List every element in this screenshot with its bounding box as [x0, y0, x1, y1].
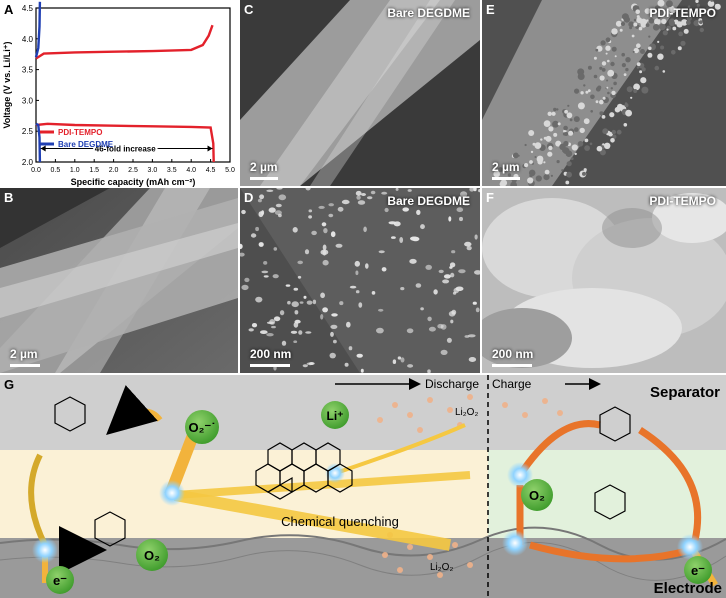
y-tick-label: 2.0 — [22, 158, 34, 167]
label-li2o2-bottom: Li₂O₂ — [430, 562, 453, 573]
panel-e-letter: E — [486, 2, 495, 17]
panel-f: F PDI-TEMPO 200 nm — [482, 188, 726, 373]
label-electrode: Electrode — [654, 580, 722, 597]
y-tick-label: 4.5 — [22, 4, 34, 13]
panel-b-letter: B — [4, 190, 14, 205]
panel-g-letter: G — [4, 377, 15, 392]
sem-particles-d — [240, 188, 480, 373]
label-li-plus: Li⁺ — [327, 409, 344, 423]
panel-f-scale: 200 nm — [492, 347, 534, 361]
x-axis-label: Specific capacity (mAh cm⁻²) — [71, 177, 196, 187]
x-tick-label: 2.0 — [109, 167, 119, 174]
panel-e-scale: 2 µm — [492, 160, 520, 174]
series-bare-discharge — [35, 122, 42, 163]
panel-e-title: PDI-TEMPO — [649, 6, 716, 20]
y-tick-label: 3.5 — [22, 66, 34, 75]
label-separator: Separator — [650, 384, 720, 401]
label-li2o2-top: Li₂O₂ — [455, 407, 478, 418]
panel-d-scale: 200 nm — [250, 347, 292, 361]
annotation-arrowhead-right — [207, 145, 213, 152]
label-o2-right: O₂ — [529, 488, 545, 503]
x-tick-label: 1.5 — [89, 167, 99, 174]
panel-d-title: Bare DEGDME — [387, 194, 470, 208]
panel-f-scale-bar — [492, 364, 532, 367]
voltage-capacity-chart: 0.0 0.5 1.0 1.5 2.0 2.5 3.0 3.5 4.0 4.5 5.0 2.0 2.5 3… — [2, 1, 235, 187]
y-tick-label: 2.5 — [22, 127, 34, 136]
series-pdi-charge — [35, 24, 214, 60]
panel-g: Discharge Charge Separator Electrode Li₂… — [0, 375, 726, 598]
panel-e-scale-bar — [492, 177, 520, 180]
mechanism-schematic: Discharge Charge Separator Electrode Li₂… — [0, 375, 726, 598]
plot-frame — [35, 7, 231, 163]
label-electron-left: e⁻ — [53, 573, 67, 588]
label-superoxide: O₂⁻˙ — [188, 420, 215, 435]
panel-f-title: PDI-TEMPO — [649, 194, 716, 208]
series-pdi-discharge — [35, 122, 215, 163]
panel-c-scale-bar — [250, 177, 278, 180]
sem-flakes-f — [482, 188, 726, 373]
panel-d-letter: D — [244, 190, 254, 205]
annotation-label: 46-fold increase — [95, 144, 156, 153]
panel-b: B 2 µm — [0, 188, 238, 373]
x-tick-label: 1.0 — [70, 167, 80, 174]
x-tick-label: 0.0 — [31, 167, 41, 174]
y-tick-label: 3.0 — [22, 96, 34, 105]
x-tick-label: 4.0 — [186, 167, 196, 174]
annotation-arrowhead-left — [40, 145, 46, 152]
panel-d: D Bare DEGDME 200 nm — [240, 188, 480, 373]
panel-c-title: Bare DEGDME — [387, 6, 470, 20]
x-tick-label: 3.0 — [148, 167, 158, 174]
panel-e: E PDI-TEMPO 2 µm — [482, 0, 726, 186]
panel-c: C Bare DEGDME 2 µm — [240, 0, 480, 186]
panel-b-scale-bar — [10, 364, 40, 367]
x-tick-label: 4.5 — [206, 167, 216, 174]
panel-a-letter: A — [4, 2, 14, 17]
series-bare-charge — [34, 1, 42, 58]
y-tick-label: 4.0 — [22, 35, 34, 44]
panel-f-letter: F — [486, 190, 494, 205]
legend-label-1: Bare DEGDME — [58, 140, 114, 149]
x-tick-label: 2.5 — [128, 167, 138, 174]
panel-b-scale: 2 µm — [10, 347, 38, 361]
x-tick-label: 0.5 — [51, 167, 61, 174]
sem-fibers-b — [0, 188, 238, 373]
panel-c-scale: 2 µm — [250, 160, 278, 174]
tempo-molecules — [54, 396, 631, 547]
y-axis-label: Voltage (V vs. Li/Li⁺) — [2, 41, 12, 128]
label-charge: Charge — [492, 377, 532, 391]
label-chemical-quenching: Chemical quenching — [281, 514, 399, 529]
label-electron-right: e⁻ — [691, 563, 705, 578]
panel-a: A 0.0 0.5 1.0 1.5 2.0 2.5 3.0 3.5 4.0 4.5 5.0 2.0 2.… — [0, 0, 238, 188]
label-discharge: Discharge — [425, 377, 479, 391]
sem-coated-fiber-e — [482, 0, 726, 186]
panel-d-scale-bar — [250, 364, 290, 367]
legend-label-0: PDI-TEMPO — [58, 128, 102, 137]
sem-fiber-c — [240, 0, 480, 186]
label-o2-left: O₂ — [144, 548, 160, 563]
x-tick-label: 3.5 — [167, 167, 177, 174]
panel-c-letter: C — [244, 2, 254, 17]
x-tick-label: 5.0 — [225, 167, 235, 174]
